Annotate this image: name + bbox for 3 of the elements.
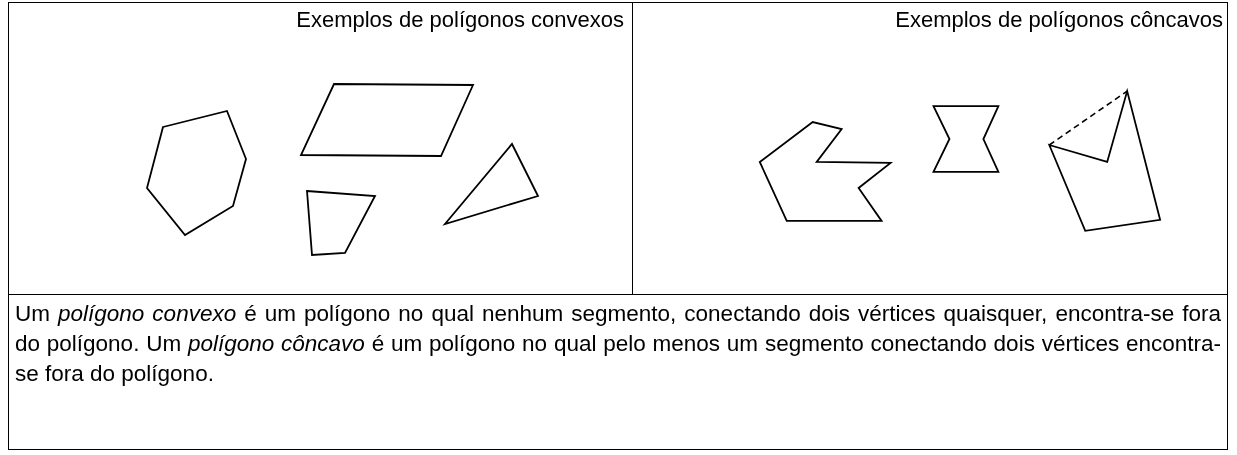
column-heading: Exemplos de polígonos côncavos: [895, 7, 1223, 32]
definition-text: Um polígono convexo é um polígono no qual nenhum segmento, conectando dois vértices quaisquer, encontra-se fora do polígono. Um polígono côncavo é um polígono no qual pelo menos um segmento conectando dois vértices encontra-se fora do polígono.: [15, 300, 1221, 388]
column-heading: Exemplos de polígonos convexos: [296, 7, 624, 32]
